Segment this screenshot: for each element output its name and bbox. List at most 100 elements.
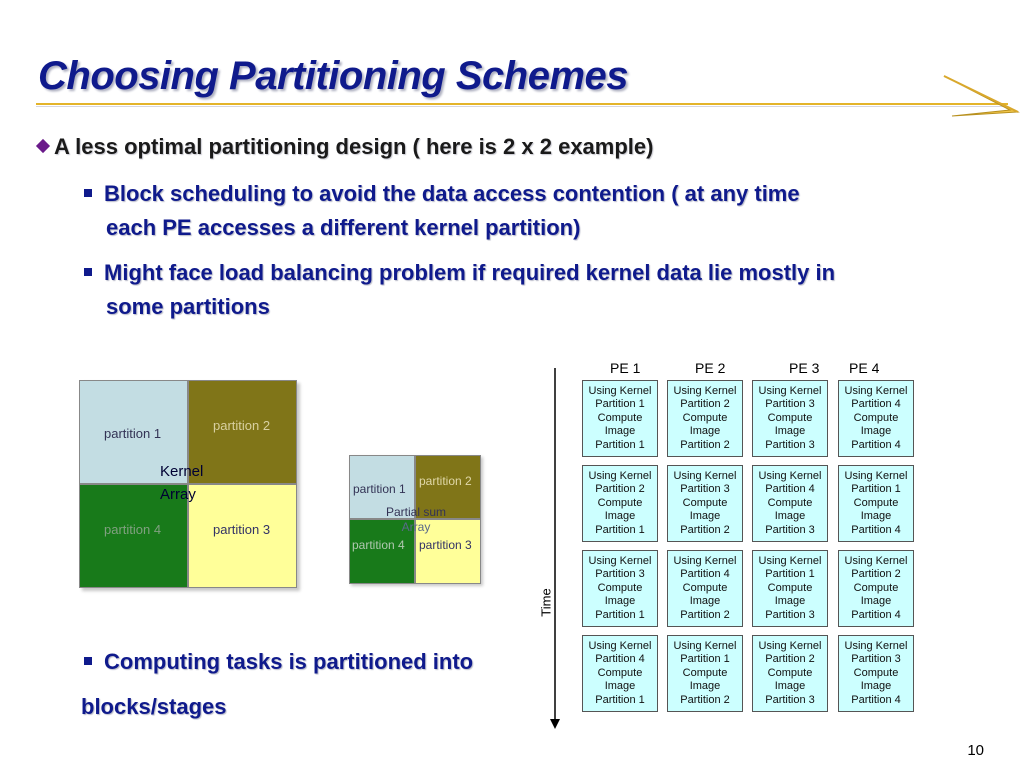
task-box-line: Partition 1 [595, 608, 645, 621]
task-box-line: Using Kernel [844, 469, 908, 482]
sub-bullet-3-continuation: blocks/stages [81, 690, 227, 724]
task-box-line: Partition 4 [595, 653, 645, 666]
diamond-bullet-icon [35, 138, 51, 154]
sub-bullet-1-line1: Block scheduling to avoid the data acces… [104, 181, 800, 206]
task-box-line: Using Kernel [844, 384, 908, 397]
task-box-line: Compute Image [853, 581, 899, 608]
partial-sum-partition-4: partition 4 [349, 519, 415, 584]
bullet-main: A less optimal partitioning design ( her… [35, 134, 653, 160]
task-box-line: Partition 1 [595, 523, 645, 536]
task-box-line: Partition 3 [680, 483, 730, 496]
task-box-line: Partition 3 [765, 438, 815, 451]
partial-sum-label-line2: Array [401, 520, 431, 534]
sub-bullet-2-line2: some partitions [106, 294, 270, 319]
task-box-line: Partition 2 [765, 653, 815, 666]
task-box-line: Partition 3 [765, 693, 815, 706]
kernel-partition-4-label: partition 4 [104, 522, 162, 537]
kernel-partition-2: partition 2 [188, 380, 297, 484]
kernel-partition-3-label: partition 3 [213, 522, 271, 537]
kernel-array-diagram: partition 1 partition 2 partition 4 part… [79, 380, 297, 588]
partial-sum-partition-2: partition 2 [415, 455, 481, 519]
sub-bullet-1: Block scheduling to avoid the data acces… [84, 177, 884, 245]
pe-header-4: PE 4 [849, 360, 880, 376]
sub-bullet-2: Might face load balancing problem if req… [84, 256, 904, 324]
task-box-line: Compute Image [682, 496, 728, 523]
sub-bullet-2-line1: Might face load balancing problem if req… [104, 260, 836, 285]
kernel-partition-1: partition 1 [79, 380, 188, 484]
task-box-line: Compute Image [597, 666, 643, 693]
task-box-line: Partition 2 [680, 608, 730, 621]
task-box-line: Partition 4 [851, 608, 901, 621]
task-box-line: Partition 3 [595, 568, 645, 581]
sub-bullet-3-line1: Computing tasks is partitioned into [104, 649, 474, 674]
task-box-line: Using Kernel [673, 639, 737, 652]
square-bullet-icon [84, 657, 92, 665]
sub-bullet-3-line2: blocks/stages [81, 694, 227, 719]
task-box-line: Partition 3 [765, 398, 815, 411]
task-box-line: Partition 2 [680, 693, 730, 706]
partial-sum-partition-2-label: partition 2 [419, 474, 472, 488]
task-box-line: Compute Image [767, 496, 813, 523]
slide-title: Choosing Partitioning Schemes [38, 54, 629, 98]
task-box-line: Using Kernel [588, 554, 652, 567]
task-box-line: Partition 1 [680, 653, 730, 666]
task-box-line: Compute Image [597, 496, 643, 523]
partial-sum-partition-3-label: partition 3 [419, 538, 472, 552]
task-box-line: Compute Image [767, 411, 813, 438]
kernel-partition-2-label: partition 2 [213, 418, 271, 433]
square-bullet-icon [84, 189, 92, 197]
kernel-array-label-line1: Kernel [160, 463, 204, 480]
task-box-line: Using Kernel [758, 639, 822, 652]
task-box-line: Partition 2 [595, 483, 645, 496]
title-underline [36, 103, 1008, 105]
task-box-line: Partition 4 [851, 438, 901, 451]
kernel-array-label-line2: Array [160, 486, 196, 503]
task-box-line: Compute Image [682, 411, 728, 438]
corner-chevron-logo [943, 75, 1020, 117]
sub-bullet-1-line2: each PE accesses a different kernel part… [106, 215, 581, 240]
task-box-line: Compute Image [682, 666, 728, 693]
kernel-partition-1-label: partition 1 [104, 426, 162, 441]
task-box-line: Using Kernel [673, 469, 737, 482]
pe-header-1: PE 1 [610, 360, 641, 376]
task-box-line: Partition 4 [851, 398, 901, 411]
partial-sum-partition-4-label: partition 4 [352, 538, 405, 552]
time-arrow [550, 368, 560, 729]
task-box-line: Compute Image [853, 411, 899, 438]
task-box-line: Using Kernel [758, 554, 822, 567]
kernel-partition-3: partition 3 [188, 484, 297, 588]
partial-sum-partition-1-label: partition 1 [353, 482, 406, 496]
task-box-line: Using Kernel [758, 469, 822, 482]
task-box-line: Compute Image [853, 496, 899, 523]
task-box-line: Using Kernel [758, 384, 822, 397]
partial-sum-label-line1: Partial sum [385, 505, 447, 519]
partial-sum-array-label: Partial sum Array [378, 500, 454, 534]
page-number: 10 [967, 742, 984, 759]
sub-bullet-3: Computing tasks is partitioned into [84, 645, 473, 679]
kernel-partition-4: partition 4 [79, 484, 188, 588]
task-box-line: Partition 3 [765, 608, 815, 621]
task-box-line: Compute Image [767, 666, 813, 693]
title-underline-shadow [36, 106, 1008, 107]
task-box-line: Partition 3 [765, 523, 815, 536]
task-box-line: Partition 4 [680, 568, 730, 581]
task-box-line: Compute Image [682, 581, 728, 608]
task-box-line: Partition 1 [851, 483, 901, 496]
task-box-line: Partition 2 [680, 438, 730, 451]
task-box-line: Partition 1 [595, 438, 645, 451]
task-box-line: Partition 3 [851, 653, 901, 666]
task-box-line: Partition 2 [680, 523, 730, 536]
